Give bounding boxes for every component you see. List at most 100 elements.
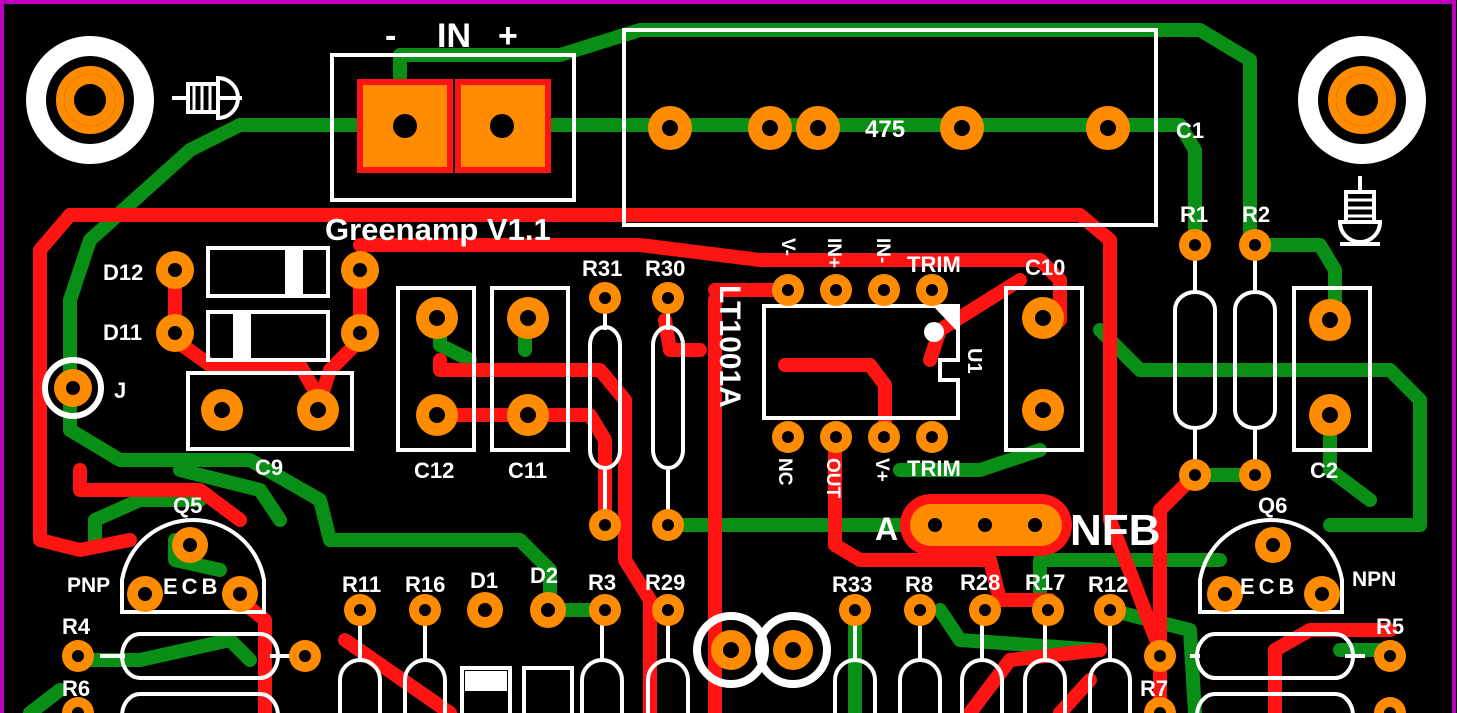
drill-hole [830,431,842,443]
drill-hole [168,263,182,277]
c1-outline [622,28,1158,227]
solder-pad [1144,697,1176,713]
label-r1: R1 [1180,202,1208,227]
drill-hole [541,603,555,617]
label-c12: C12 [414,458,454,483]
drill-hole [1189,469,1201,481]
drill-hole [954,120,970,136]
label-j: J [114,378,126,403]
drill-hole [66,381,80,395]
j-ring [42,357,104,419]
label-c1: C1 [1176,118,1204,143]
drill-hole [782,284,794,296]
drill-hole [1322,407,1338,423]
drill-hole [354,604,366,616]
drill-hole [183,538,197,552]
drill-hole [662,519,674,531]
pin-label-out: OUT [822,458,843,499]
drill-hole [1266,538,1280,552]
drill-hole [299,650,311,662]
drill-hole [233,587,247,601]
drill-hole [419,604,431,616]
pin-label-nc: NC [774,458,795,486]
u1-body [762,304,960,420]
label-u1: U1 [963,348,985,374]
pads [54,74,1406,713]
label-d12: D12 [103,260,143,285]
solder-pad [1374,697,1406,713]
label-pnp: PNP [67,574,110,597]
cap-value-label: 475 [865,116,905,143]
label-d11: D11 [103,320,142,345]
label-r11: R11 [342,572,381,597]
drill-hole [1104,604,1116,616]
label-r12: R12 [1088,572,1128,597]
label-r2: R2 [1242,202,1270,227]
drill-hole [478,603,492,617]
input-connector-outline [330,53,576,202]
label-c10: C10 [1025,255,1065,280]
drill-hole [1346,84,1378,116]
label-r6: R6 [62,676,90,701]
drill-hole [878,431,890,443]
label-r17: R17 [1025,570,1065,595]
drill-hole [979,604,991,616]
label-nfb: NFB [1070,506,1160,555]
drill-hole [782,431,794,443]
drill-hole [1189,239,1201,251]
label-c2: C2 [1310,458,1338,483]
drill-hole [1154,650,1166,662]
solder-pad [62,697,94,713]
screw-icon [1337,176,1383,246]
drill-hole [599,604,611,616]
pin-label-v-plus: V+ [871,458,892,482]
pin-label-in-plus: IN+ [823,238,844,268]
drill-hole [599,519,611,531]
drill-hole [978,518,992,532]
c2-outline [1292,286,1372,452]
labels: - IN + Greenamp V1.1 475 C1 R1 R2 C10 C2… [62,17,1404,701]
label-r29: R29 [645,570,685,595]
drill-hole [914,604,926,616]
d11-body [206,310,330,362]
label-r4: R4 [62,614,91,639]
connector-minus-label: - [385,17,396,55]
label-c9: C9 [255,455,283,480]
connector-in-label: IN [437,17,471,55]
drill-hole [310,402,326,418]
c11-outline [490,286,570,452]
drill-hole [1154,707,1166,713]
c9-outline [186,371,354,451]
label-r5: R5 [1376,614,1404,639]
label-r3: R3 [588,570,616,595]
drill-hole [762,120,778,136]
c12-outline [396,286,476,452]
drill-hole [1384,650,1396,662]
label-r16: R16 [405,572,445,597]
drill-hole [353,263,367,277]
drill-hole [830,284,842,296]
mounting-hole-right [1298,36,1426,164]
label-r28: R28 [960,570,1000,595]
drill-hole [429,310,445,326]
label-r30: R30 [645,256,685,281]
drill-hole [926,284,938,296]
drill-hole [214,402,230,418]
drill-hole [1028,518,1042,532]
drill-hole [1035,402,1051,418]
drill-hole [1035,310,1051,326]
pin-label-trim-bottom: TRIM [907,456,961,481]
drill-hole [1218,587,1232,601]
drill-hole [785,642,801,658]
drill-hole [599,292,611,304]
drill-hole [520,310,536,326]
drill-hole [662,292,674,304]
label-d1: D1 [470,568,498,593]
screw-icon [172,75,242,121]
drill-hole [810,120,826,136]
drill-hole [928,518,942,532]
label-r7: R7 [1140,676,1168,701]
label-r33: R33 [832,572,872,597]
label-r31: R31 [582,256,622,281]
